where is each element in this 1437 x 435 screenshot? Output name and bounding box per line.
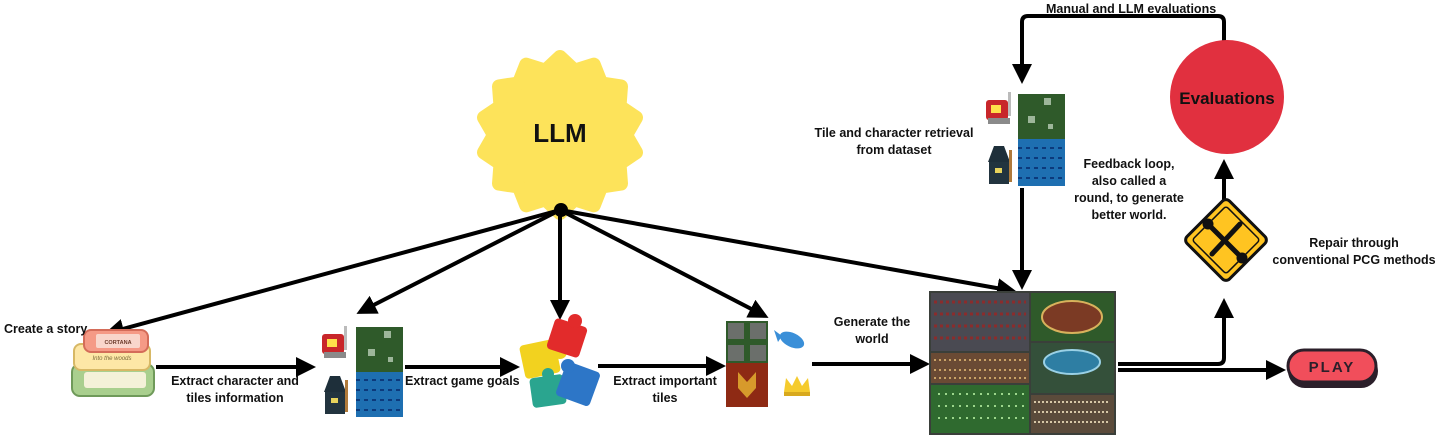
llm-node: LLM xyxy=(477,50,643,220)
llm-label: LLM xyxy=(533,118,586,148)
label-feedback: Feedback loop, also called a round, to g… xyxy=(1074,157,1184,222)
book-title-2: Into the woods xyxy=(92,356,131,362)
important-tiles-sprites xyxy=(726,321,810,407)
retrieval-sprites xyxy=(986,92,1065,186)
arrow-world-to-repair xyxy=(1118,298,1234,366)
arrow-llm-to-tiles xyxy=(559,208,769,318)
arrow-evaluations-to-retrieval xyxy=(1012,14,1226,84)
label-manual-llm-eval: Manual and LLM evaluations xyxy=(1046,2,1217,16)
book-title-1: CORTANA xyxy=(104,340,131,346)
llm-arrows xyxy=(104,208,1017,339)
pipeline-arrows xyxy=(156,14,1286,380)
repair-sign xyxy=(1184,198,1268,282)
fish-icon xyxy=(774,330,805,349)
crown-icon xyxy=(784,376,810,396)
label-extract-tiles: Extract important tiles xyxy=(613,374,717,405)
arrow-llm-to-world xyxy=(559,208,1017,299)
knight-character-icon xyxy=(986,92,1011,124)
extract-char-tiles-sprites xyxy=(322,326,403,417)
label-create-story: Create a story xyxy=(4,322,88,336)
label-extract-goals: Extract game goals xyxy=(405,374,520,388)
books-icon: CORTANA Into the woods xyxy=(71,329,155,397)
evaluations-node: Evaluations xyxy=(1170,40,1284,154)
wizard-character-icon xyxy=(988,146,1012,184)
label-extract-char-tiles: Extract character and tiles information xyxy=(171,374,299,405)
play-label: PLAY xyxy=(1309,359,1356,376)
play-button[interactable]: PLAY xyxy=(1286,348,1378,388)
label-retrieval: Tile and character retrieval from datase… xyxy=(814,126,974,157)
knight-character-icon xyxy=(322,326,347,358)
label-repair: Repair through conventional PCG methods xyxy=(1272,236,1436,267)
arrow-llm-to-story xyxy=(104,208,561,339)
llm-hub-dot xyxy=(554,203,568,217)
arrow-llm-to-characters xyxy=(356,208,561,314)
label-generate-world: Generate the world xyxy=(833,315,911,346)
evaluations-label: Evaluations xyxy=(1179,89,1274,108)
wrench-screwdriver-icon xyxy=(1202,218,1248,264)
generated-world xyxy=(929,291,1116,435)
puzzle-pieces-icon xyxy=(519,314,600,408)
wizard-character-icon xyxy=(324,376,348,414)
